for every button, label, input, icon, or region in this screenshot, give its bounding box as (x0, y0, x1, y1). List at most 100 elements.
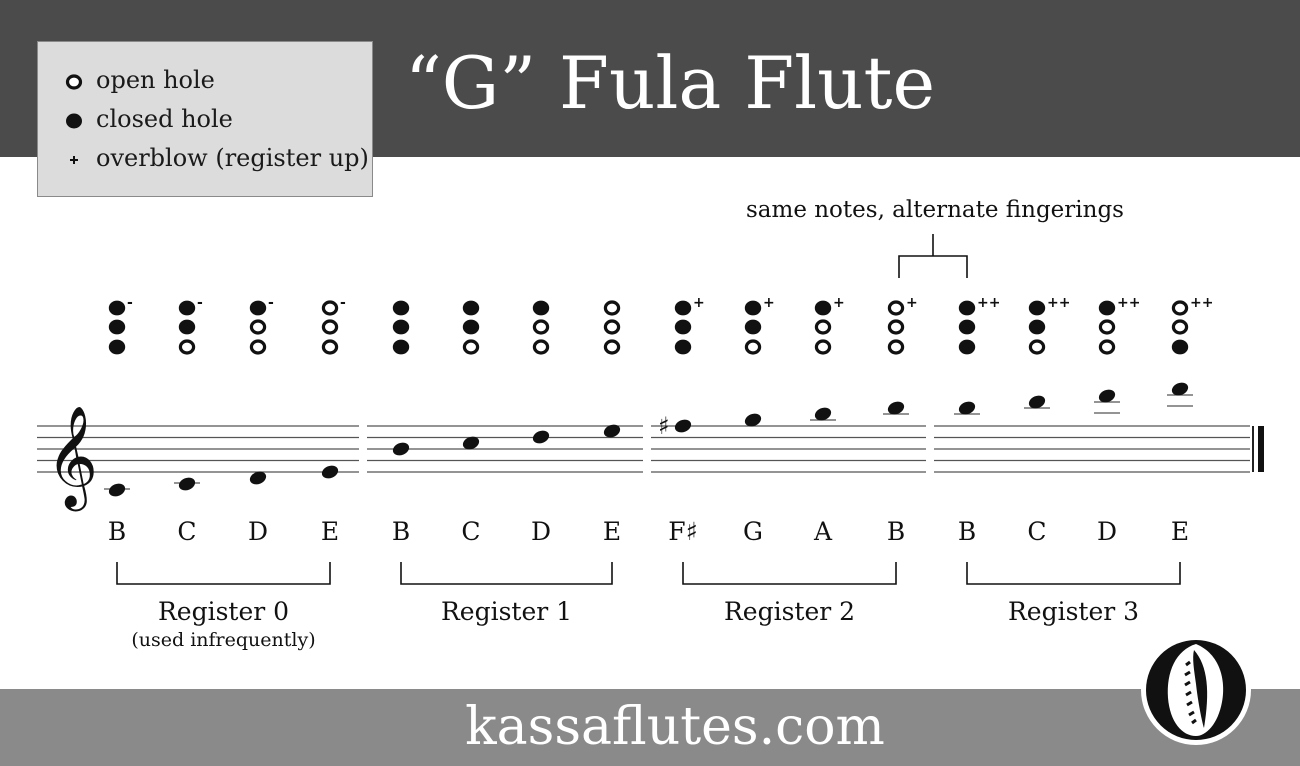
closed-hole-icon (744, 319, 762, 335)
closed-hole-icon (392, 319, 410, 335)
legend-label-open: open hole (96, 66, 215, 94)
open-hole-icon (178, 339, 196, 355)
note-name-label: D (1097, 517, 1117, 546)
note-name-label: B (887, 517, 905, 546)
open-hole-icon (321, 319, 339, 335)
closed-hole-icon (958, 300, 976, 316)
closed-hole-icon (744, 300, 762, 316)
register-mark: ++ (1190, 295, 1213, 311)
alternate-fingerings-label: same notes, alternate fingerings (746, 197, 1124, 223)
closed-hole-icon (674, 339, 692, 355)
note-head (887, 401, 905, 415)
register-mark: + (763, 295, 775, 311)
note-head (108, 483, 126, 497)
closed-hole-icon (1028, 319, 1046, 335)
note-head (744, 413, 762, 427)
register-bracket (966, 562, 1181, 585)
note-name-label: G (743, 517, 763, 546)
website-link[interactable]: kassaflutes.com (465, 697, 885, 757)
register-label: Register 2 (723, 597, 856, 626)
register-label: Register 1 (440, 597, 573, 626)
note-name-label: C (461, 517, 480, 546)
open-hole-icon (1171, 319, 1189, 335)
open-hole-icon (249, 339, 267, 355)
open-hole-icon (1098, 319, 1116, 335)
note-head (1171, 382, 1189, 396)
register-mark: - (268, 295, 274, 311)
register-mark: - (127, 295, 133, 311)
closed-hole-icon (108, 319, 126, 335)
closed-hole-icon (108, 300, 126, 316)
overblow-plus-icon (70, 156, 78, 164)
legend-item-open: open hole (38, 62, 374, 98)
note-head (178, 477, 196, 491)
note-head (814, 407, 832, 421)
note-name-label: B (392, 517, 410, 546)
legend-label-closed: closed hole (96, 105, 233, 133)
open-hole-icon (887, 300, 905, 316)
note-head (603, 424, 621, 438)
register-bracket (400, 562, 613, 585)
open-hole-icon (1098, 339, 1116, 355)
register-mark: ++ (1117, 295, 1140, 311)
closed-hole-icon (249, 300, 267, 316)
note-name-label: B (108, 517, 126, 546)
note-name-label: B (958, 517, 976, 546)
closed-hole-icon (462, 300, 480, 316)
register-label: Register 0 (157, 597, 290, 626)
open-hole-icon (887, 339, 905, 355)
open-hole-icon (887, 319, 905, 335)
closed-hole-icon (108, 339, 126, 355)
closed-hole-icon (674, 300, 692, 316)
note-name-label: C (1027, 517, 1046, 546)
note-head (321, 465, 339, 479)
note-name-label: E (1171, 517, 1189, 546)
open-hole-icon (744, 339, 762, 355)
closed-hole-icon (392, 339, 410, 355)
note-head (1098, 389, 1116, 403)
closed-hole-icon (178, 319, 196, 335)
note-head (532, 430, 550, 444)
page-title: “G” Fula Flute (405, 41, 936, 125)
closed-hole-icon (392, 300, 410, 316)
register-mark: ++ (1047, 295, 1070, 311)
register-mark: ++ (977, 295, 1000, 311)
sharp-accidental-icon: ♯ (658, 412, 670, 440)
note-name-label: F♯ (668, 517, 697, 546)
footer-bar (0, 689, 1300, 766)
closed-hole-icon (66, 113, 82, 129)
register-mark: + (693, 295, 705, 311)
open-hole-icon (462, 339, 480, 355)
register-mark: + (833, 295, 845, 311)
open-hole-icon (814, 319, 832, 335)
open-hole-icon (532, 339, 550, 355)
open-hole-icon (603, 300, 621, 316)
open-hole-icon (65, 74, 83, 90)
open-hole-icon (1028, 339, 1046, 355)
open-hole-icon (603, 339, 621, 355)
closed-hole-icon (178, 300, 196, 316)
note-name-label: E (603, 517, 621, 546)
closed-hole-icon (462, 319, 480, 335)
note-head (958, 401, 976, 415)
note-name-label: D (248, 517, 268, 546)
cowrie-shell-logo (1141, 635, 1251, 745)
open-hole-icon (1171, 300, 1189, 316)
note-name-label: C (177, 517, 196, 546)
closed-hole-icon (674, 319, 692, 335)
note-name-label: D (531, 517, 551, 546)
register-label: Register 3 (1007, 597, 1140, 626)
register-bracket (682, 562, 897, 585)
closed-hole-icon (1171, 339, 1189, 355)
open-hole-icon (532, 319, 550, 335)
open-hole-icon (603, 319, 621, 335)
alternate-fingerings-bracket (898, 234, 968, 278)
register-mark: - (340, 295, 346, 311)
note-name-label: A (813, 517, 833, 546)
closed-hole-icon (1098, 300, 1116, 316)
legend-box: open hole closed hole overblow (register… (37, 41, 373, 197)
open-hole-icon (321, 300, 339, 316)
note-head (249, 471, 267, 485)
closed-hole-icon (814, 300, 832, 316)
